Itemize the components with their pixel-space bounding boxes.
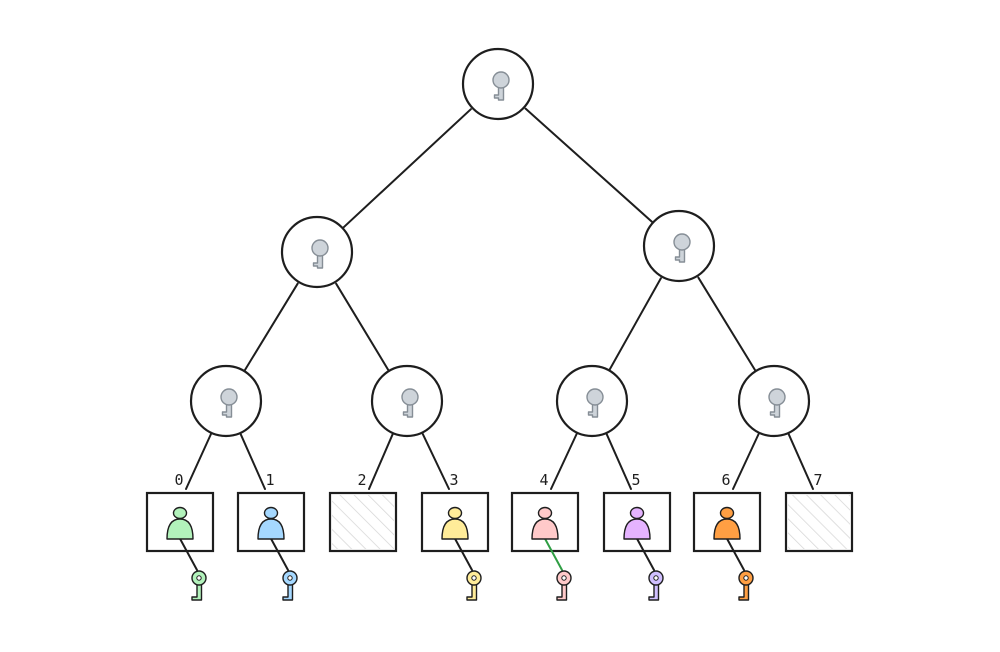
edge-node-5-to-leaf-4 <box>550 432 578 490</box>
leaf-slot-3: 3 <box>420 471 490 601</box>
user-key-link <box>177 534 198 571</box>
leaf-slot-2: 2 <box>328 471 398 553</box>
edge-node-6-to-leaf-6 <box>732 432 760 490</box>
edge-node-2-to-node-5 <box>607 277 662 374</box>
edge-node-0-to-node-1 <box>340 108 472 231</box>
leaf-index-label: 2 <box>357 471 366 489</box>
hatched-empty-slot <box>332 495 394 549</box>
key-icon <box>738 570 754 601</box>
key-icon <box>401 388 419 418</box>
edge-node-0-to-node-2 <box>524 107 656 225</box>
tree-node-2 <box>642 209 716 283</box>
leaf-slot-0: 0 <box>145 471 215 601</box>
leaf-slot-1: 1 <box>236 471 306 601</box>
key-icon <box>311 239 329 269</box>
leaf-row: 0 1 2 3 4 5 6 7 <box>145 471 854 601</box>
key-icon <box>282 570 298 601</box>
key-icon <box>191 570 207 601</box>
leaf-slot-6: 6 <box>692 471 762 601</box>
leaf-index-label: 0 <box>174 471 183 489</box>
key-icon <box>492 71 510 101</box>
user-key-link <box>268 534 289 571</box>
hatched-empty-slot <box>788 495 850 549</box>
key-icon <box>768 388 786 418</box>
edge-node-3-to-leaf-0 <box>185 432 213 490</box>
user-icon <box>623 506 651 540</box>
user-key-link <box>452 534 473 571</box>
tree-edges <box>185 107 814 490</box>
tree-node-1 <box>280 215 354 289</box>
user-key-link <box>724 534 745 571</box>
key-icon <box>466 570 482 601</box>
tree-node-6 <box>737 364 811 438</box>
edge-node-6-to-leaf-7 <box>787 432 814 490</box>
leaf-slot-7: 7 <box>784 471 854 553</box>
user-key-link <box>634 534 655 571</box>
leaf-index-label: 7 <box>813 471 822 489</box>
tree-node-3 <box>189 364 263 438</box>
edge-node-5-to-leaf-5 <box>605 432 632 490</box>
key-icon <box>586 388 604 418</box>
leaf-index-label: 3 <box>449 471 458 489</box>
key-icon <box>648 570 664 601</box>
user-key-link <box>542 534 563 571</box>
key-icon <box>556 570 572 601</box>
tree-node-5 <box>555 364 629 438</box>
user-icon <box>713 506 741 540</box>
leaf-index-label: 6 <box>721 471 730 489</box>
leaf-index-label: 1 <box>265 471 274 489</box>
edge-node-1-to-node-3 <box>242 282 299 374</box>
tree-node-0 <box>461 47 535 121</box>
edge-node-3-to-leaf-1 <box>239 432 266 490</box>
edge-node-1-to-node-4 <box>335 282 391 374</box>
leaf-index-label: 4 <box>539 471 548 489</box>
leaf-index-label: 5 <box>631 471 640 489</box>
edge-node-4-to-leaf-3 <box>421 432 450 490</box>
user-icon <box>441 506 469 540</box>
leaf-slot-4: 4 <box>510 471 580 601</box>
tree-nodes <box>189 47 811 438</box>
user-icon <box>166 506 194 540</box>
user-icon <box>531 506 559 540</box>
user-icon <box>257 506 285 540</box>
tree-node-4 <box>370 364 444 438</box>
edge-node-4-to-leaf-2 <box>368 433 394 490</box>
key-icon <box>673 233 691 263</box>
edge-node-2-to-node-6 <box>697 276 758 374</box>
key-icon <box>220 388 238 418</box>
leaf-slot-5: 5 <box>602 471 672 601</box>
